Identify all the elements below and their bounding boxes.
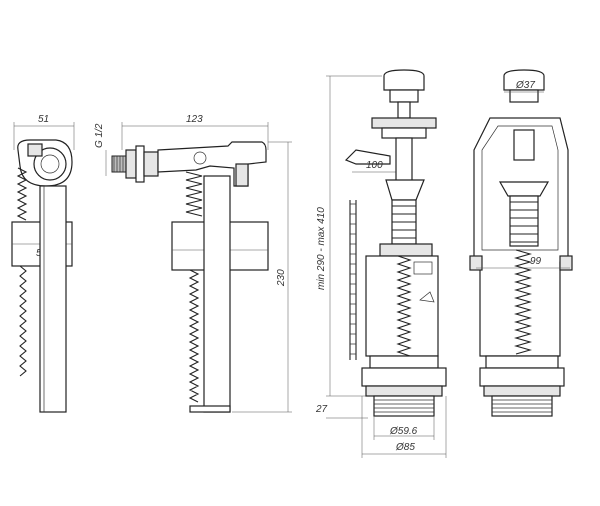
- thread-g12-label: G 1/2: [94, 123, 105, 148]
- dim-27-label: 27: [315, 404, 328, 415]
- dim-230-label: 230: [276, 269, 287, 287]
- fill-valve-side-view: 51 50: [11, 114, 75, 413]
- dim-37-label: Ø37: [515, 80, 535, 91]
- dim-51-label: 51: [38, 114, 49, 125]
- dia-85-label: Ø85: [395, 442, 415, 453]
- flush-valve-side-view: Ø37 99: [469, 69, 573, 417]
- dim-100-label: 100: [366, 160, 383, 171]
- flush-valve-front-view: min 290 - max 410 27 100: [315, 69, 447, 458]
- dim-99-label: 99: [530, 256, 542, 267]
- fill-valve-front-view: 123 G 1/2 80 230: [94, 114, 292, 413]
- height-range-label: min 290 - max 410: [316, 207, 327, 290]
- dim-123-label: 123: [186, 114, 203, 125]
- dia-59-6-label: Ø59.6: [389, 426, 418, 437]
